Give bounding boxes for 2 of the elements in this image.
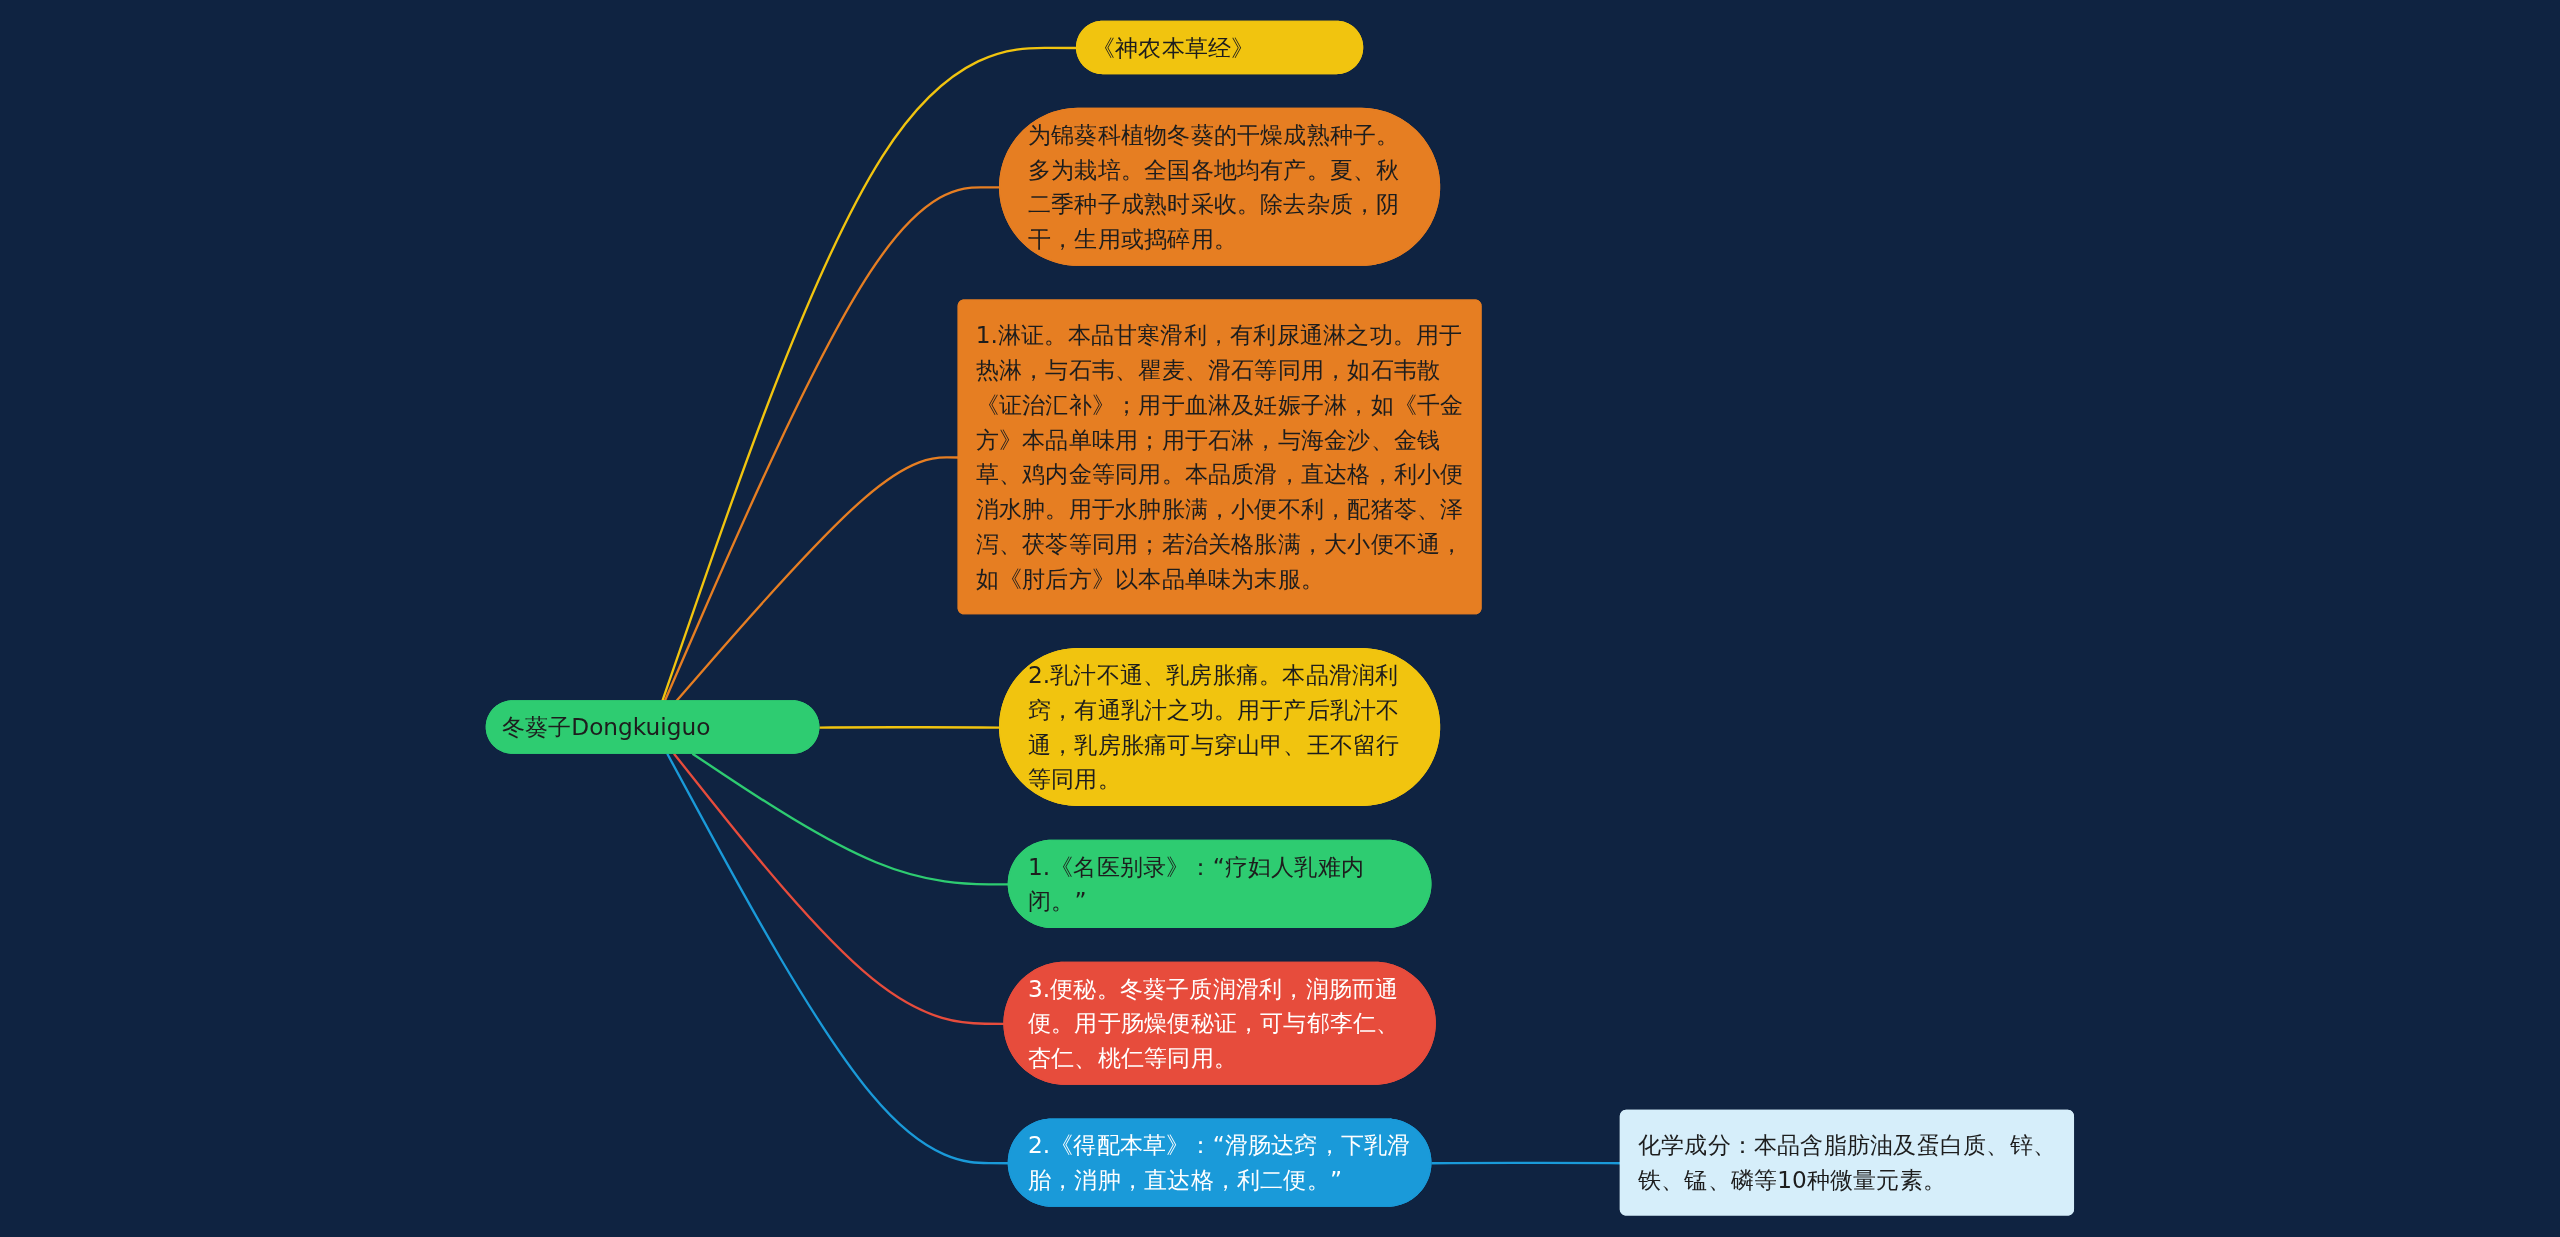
connector — [673, 753, 1005, 1026]
connector — [675, 456, 959, 703]
